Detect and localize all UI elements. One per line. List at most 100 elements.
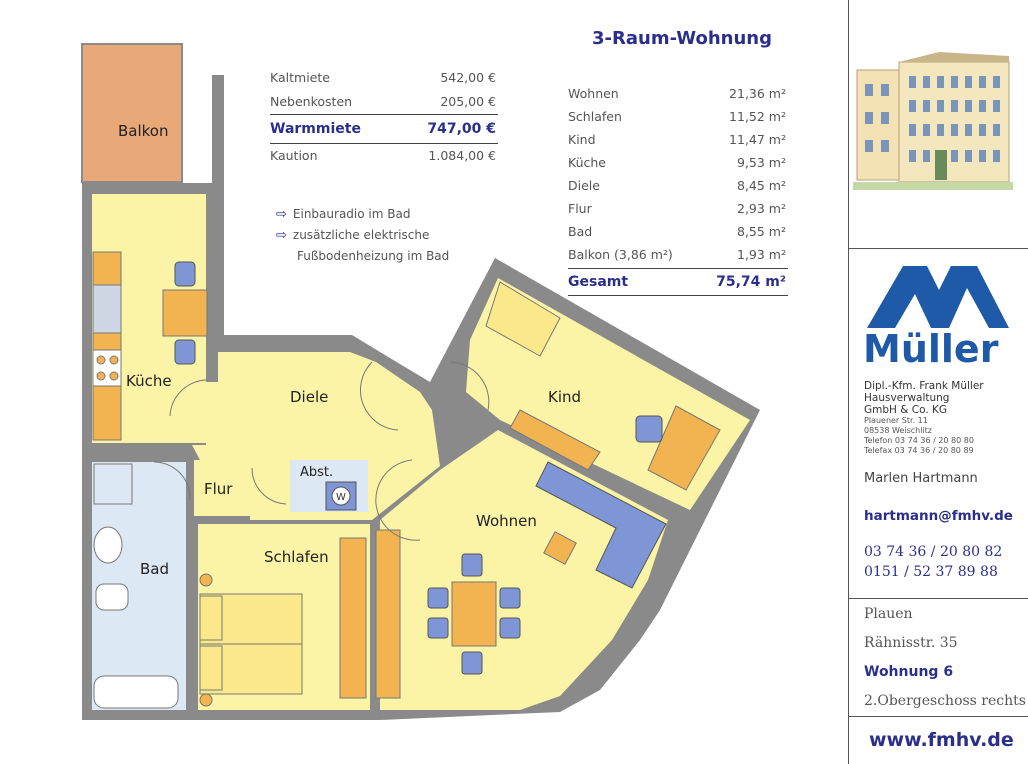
arrow-right-icon: ⇨ — [276, 207, 287, 222]
area-label: Kind — [568, 132, 596, 147]
area-value: 1,93 m² — [737, 247, 786, 262]
feature-note: ⇨ Einbauradio im Bad — [276, 204, 449, 225]
company-line: Dipl.-Kfm. Frank Müller — [864, 380, 984, 392]
room-label-kind: Kind — [548, 388, 581, 406]
cost-value: 542,00 € — [440, 70, 496, 85]
area-label: Küche — [568, 155, 606, 170]
mueller-logo: Müller — [863, 266, 1009, 371]
area-value: 21,36 m² — [729, 86, 786, 101]
area-value: 8,45 m² — [737, 178, 786, 193]
room-count: 3 — [592, 28, 605, 49]
address-city: Plauen — [864, 606, 913, 622]
sofa — [535, 461, 667, 589]
area-total-value: 75,74 m² — [716, 274, 786, 290]
area-label: Bad — [568, 224, 593, 239]
arrow-right-icon: ⇨ — [276, 228, 287, 243]
bed — [199, 573, 303, 707]
cost-label: Warmmiete — [270, 121, 361, 137]
company-phone-line: Telefon 03 74 36 / 20 80 80 — [864, 436, 974, 445]
feature-text: Fußbodenheizung im Bad — [297, 249, 450, 263]
area-value: 8,55 m² — [737, 224, 786, 239]
cost-value: 1.084,00 € — [428, 148, 496, 163]
page-title: 3-Raum-Wohnung — [592, 28, 772, 49]
feature-note: ⇨ zusätzliche elektrische — [276, 225, 449, 246]
area-row: Flur 2,93 m² — [568, 197, 788, 220]
contact-name: Marlen Hartmann — [864, 471, 978, 486]
contact-mobile: 0151 / 52 37 89 88 — [864, 564, 998, 580]
kitchen-table — [162, 261, 208, 365]
company-address-line: 08538 Weischlitz — [864, 426, 932, 435]
area-label: Flur — [568, 201, 592, 216]
cost-label: Kaution — [270, 148, 318, 163]
area-label: Diele — [568, 178, 600, 193]
title-text: -Raum-Wohnung — [604, 28, 772, 49]
area-label: Balkon (3,86 m²) — [568, 247, 673, 262]
feature-text: Einbauradio im Bad — [292, 207, 411, 221]
area-label: Wohnen — [568, 86, 619, 101]
room-label-wohnen: Wohnen — [476, 512, 537, 530]
contact-block: Müller Dipl.-Kfm. Frank Müller Hausverwa… — [849, 248, 1028, 599]
area-total-label: Gesamt — [568, 274, 629, 290]
sidebar: Müller Dipl.-Kfm. Frank Müller Hausverwa… — [848, 0, 1028, 764]
contact-email-link[interactable]: hartmann@fmhv.de — [864, 508, 1013, 524]
company-fax-line: Telefax 03 74 36 / 20 80 89 — [864, 446, 974, 455]
room-label-abst: Abst. — [300, 465, 333, 480]
room-label-bad: Bad — [140, 560, 169, 578]
room-label-diele: Diele — [290, 388, 328, 406]
address-block: Plauen Rähnisstr. 35 Wohnung 6 2.Oberges… — [849, 598, 1028, 717]
area-label: Schlafen — [568, 109, 622, 124]
cost-row: Kaution 1.084,00 € — [270, 144, 498, 168]
area-row: Balkon (3,86 m²) 1,93 m² — [568, 243, 788, 266]
company-line: Hausverwaltung — [864, 392, 950, 404]
feature-note: Fußbodenheizung im Bad — [276, 246, 449, 267]
wardrobes — [339, 529, 401, 699]
company-address-line: Plauener Str. 11 — [864, 416, 928, 425]
website-link[interactable]: www.fmhv.de — [869, 729, 1014, 751]
washing-machine: W — [325, 481, 357, 511]
logo-text: Müller — [863, 327, 999, 371]
area-table: Wohnen 21,36 m² Schlafen 11,52 m² Kind 11,4… — [568, 82, 788, 296]
area-value: 11,47 m² — [729, 132, 786, 147]
feature-notes: ⇨ Einbauradio im Bad ⇨ zusätzliche elektri… — [276, 204, 449, 267]
area-row: Schlafen 11,52 m² — [568, 105, 788, 128]
area-value: 2,93 m² — [737, 201, 786, 216]
corridor-area — [194, 460, 286, 516]
company-info: Dipl.-Kfm. Frank Müller Hausverwaltung G… — [864, 380, 984, 456]
room-label-flur: Flur — [204, 480, 233, 498]
contact-phone: 03 74 36 / 20 80 82 — [864, 544, 1003, 560]
apartment-number: Wohnung 6 — [864, 664, 954, 680]
room-label-schlafen: Schlafen — [264, 548, 329, 566]
area-row: Diele 8,45 m² — [568, 174, 788, 197]
company-line: GmbH & Co. KG — [864, 404, 948, 416]
room-labels: Balkon Küche Diele Kind Flur Abst. Bad S… — [118, 122, 581, 578]
kitchen-counter — [92, 251, 122, 441]
washer-label: W — [336, 492, 346, 503]
feature-text: zusätzliche elektrische — [292, 228, 430, 242]
building-illustration — [853, 52, 1013, 190]
bath-fixtures — [93, 463, 179, 709]
balcony-area — [81, 43, 183, 183]
room-label-balkon: Balkon — [118, 122, 169, 140]
area-value: 9,53 m² — [737, 155, 786, 170]
floor-plan: W Balkon Küche Diele Kind Flur Abst. Bad… — [81, 43, 760, 720]
doors — [153, 361, 490, 541]
kids-furniture — [485, 281, 721, 491]
area-total-row: Gesamt 75,74 m² — [568, 268, 788, 296]
area-value: 11,52 m² — [729, 109, 786, 124]
cost-value: 205,00 € — [440, 94, 496, 109]
warm-rent-row: Warmmiete 747,00 € — [270, 114, 498, 144]
apartment-floor: 2.Obergeschoss rechts — [864, 693, 1026, 709]
cost-row: Kaltmiete 542,00 € — [270, 66, 498, 90]
area-row: Küche 9,53 m² — [568, 151, 788, 174]
cost-value: 747,00 € — [427, 121, 496, 137]
room-label-kueche: Küche — [126, 372, 172, 390]
building-photo — [849, 0, 1028, 249]
address-street: Rähnisstr. 35 — [864, 635, 958, 651]
area-row: Wohnen 21,36 m² — [568, 82, 788, 105]
area-row: Bad 8,55 m² — [568, 220, 788, 243]
cost-label: Kaltmiete — [270, 70, 330, 85]
area-row: Kind 11,47 m² — [568, 128, 788, 151]
